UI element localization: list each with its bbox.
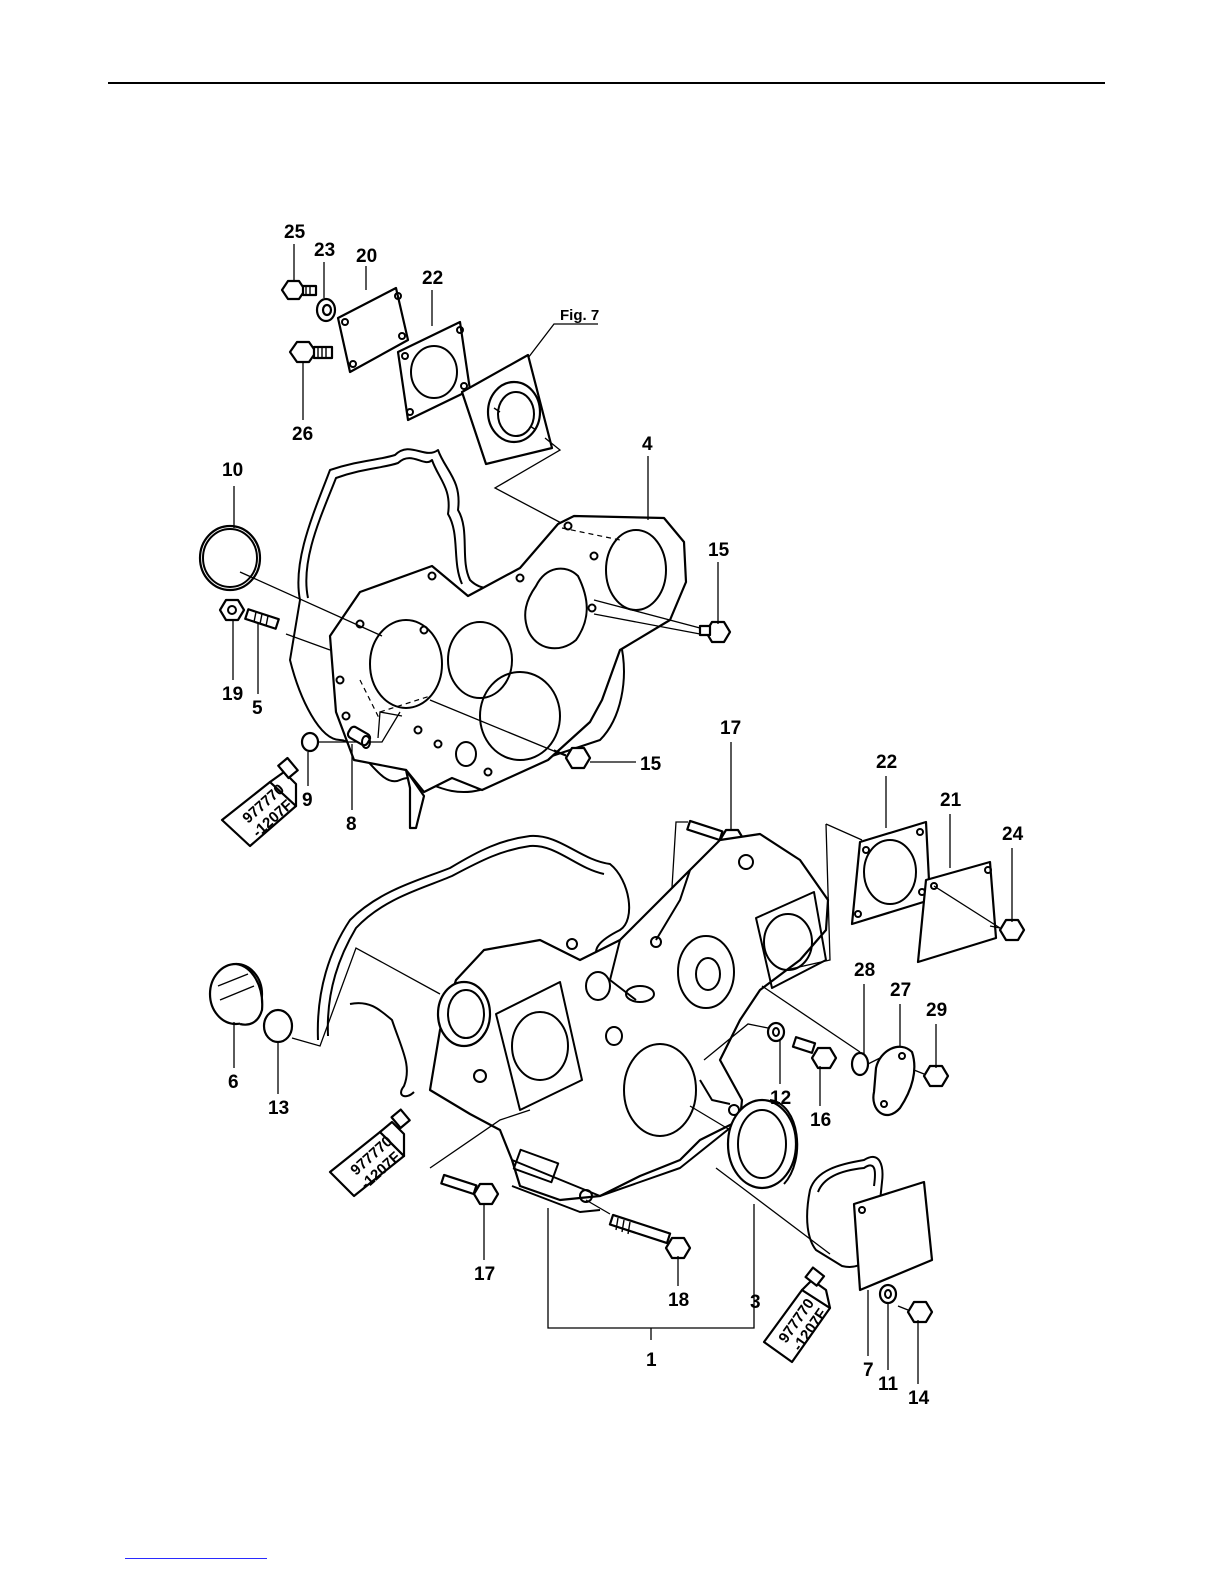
oil-seal-3 [728, 1100, 797, 1188]
sealant-tube-lower: 977770 -1207F [764, 1268, 831, 1362]
callout-29: 29 [926, 1000, 947, 1021]
callout-4: 4 [642, 434, 653, 455]
callout-3: 3 [750, 1292, 761, 1313]
stud-5 [245, 609, 279, 628]
o-ring-28 [852, 1053, 868, 1075]
bearing-housing-fig7 [462, 355, 552, 464]
washer-23 [317, 299, 335, 321]
callout-20: 20 [356, 246, 377, 267]
nut-19 [220, 600, 244, 620]
callout-19: 19 [222, 684, 243, 705]
callout-5: 5 [252, 698, 263, 719]
callout-1: 1 [646, 1350, 657, 1371]
cover-7 [854, 1182, 932, 1290]
callout-6: 6 [228, 1072, 239, 1093]
bracket-part-1 [548, 1204, 754, 1328]
callout-26: 26 [292, 424, 313, 445]
callout-21: 21 [940, 790, 962, 811]
callout-17-lower: 17 [474, 1264, 495, 1285]
o-ring-13 [264, 1010, 292, 1042]
callout-27: 27 [890, 980, 911, 1001]
bolt-17-lower [441, 1175, 498, 1204]
cover-20 [338, 288, 408, 372]
callout-13: 13 [268, 1098, 289, 1119]
callout-14: 14 [908, 1388, 930, 1409]
sealant-tube-upper: 977770 -1207F [222, 758, 298, 846]
sealant-tube-middle: 977770 -1207F [330, 1110, 410, 1196]
callout-18: 18 [668, 1290, 689, 1311]
filler-cap-6 [210, 964, 262, 1025]
timing-case-plate-4 [330, 516, 686, 828]
cover-plate-27 [873, 1047, 914, 1115]
callout-16: 16 [810, 1110, 831, 1131]
callout-28: 28 [854, 960, 875, 981]
bolt-29 [914, 1066, 948, 1086]
callout-7: 7 [863, 1360, 874, 1381]
callout-15-upper: 15 [708, 540, 730, 561]
fig-7-reference: Fig. 7 [560, 307, 599, 324]
callout-22-upper: 22 [422, 268, 443, 289]
washer-11 [880, 1285, 896, 1303]
footer-link-rule [125, 1558, 267, 1559]
o-ring-9 [302, 733, 318, 751]
bolt-15-upper [700, 622, 730, 642]
o-ring-10 [200, 526, 260, 590]
callout-15-lower: 15 [640, 754, 662, 775]
callout-11: 11 [878, 1374, 899, 1395]
callout-17-upper: 17 [720, 718, 741, 739]
callout-8: 8 [346, 814, 357, 835]
callout-24: 24 [1002, 824, 1024, 845]
bolt-16 [793, 1037, 836, 1068]
washer-12 [768, 1023, 784, 1041]
bolt-18 [610, 1215, 690, 1258]
callout-25: 25 [284, 222, 306, 243]
bolt-26 [290, 342, 332, 362]
bolt-14 [898, 1302, 932, 1322]
gasket-22-lower [852, 822, 930, 924]
gasket-22-upper [398, 322, 470, 420]
callout-23: 23 [314, 240, 335, 261]
callout-9: 9 [302, 790, 313, 811]
bolt-25 [282, 281, 316, 299]
callout-12: 12 [770, 1088, 791, 1109]
callout-10: 10 [222, 460, 243, 481]
callout-22-lower: 22 [876, 752, 897, 773]
